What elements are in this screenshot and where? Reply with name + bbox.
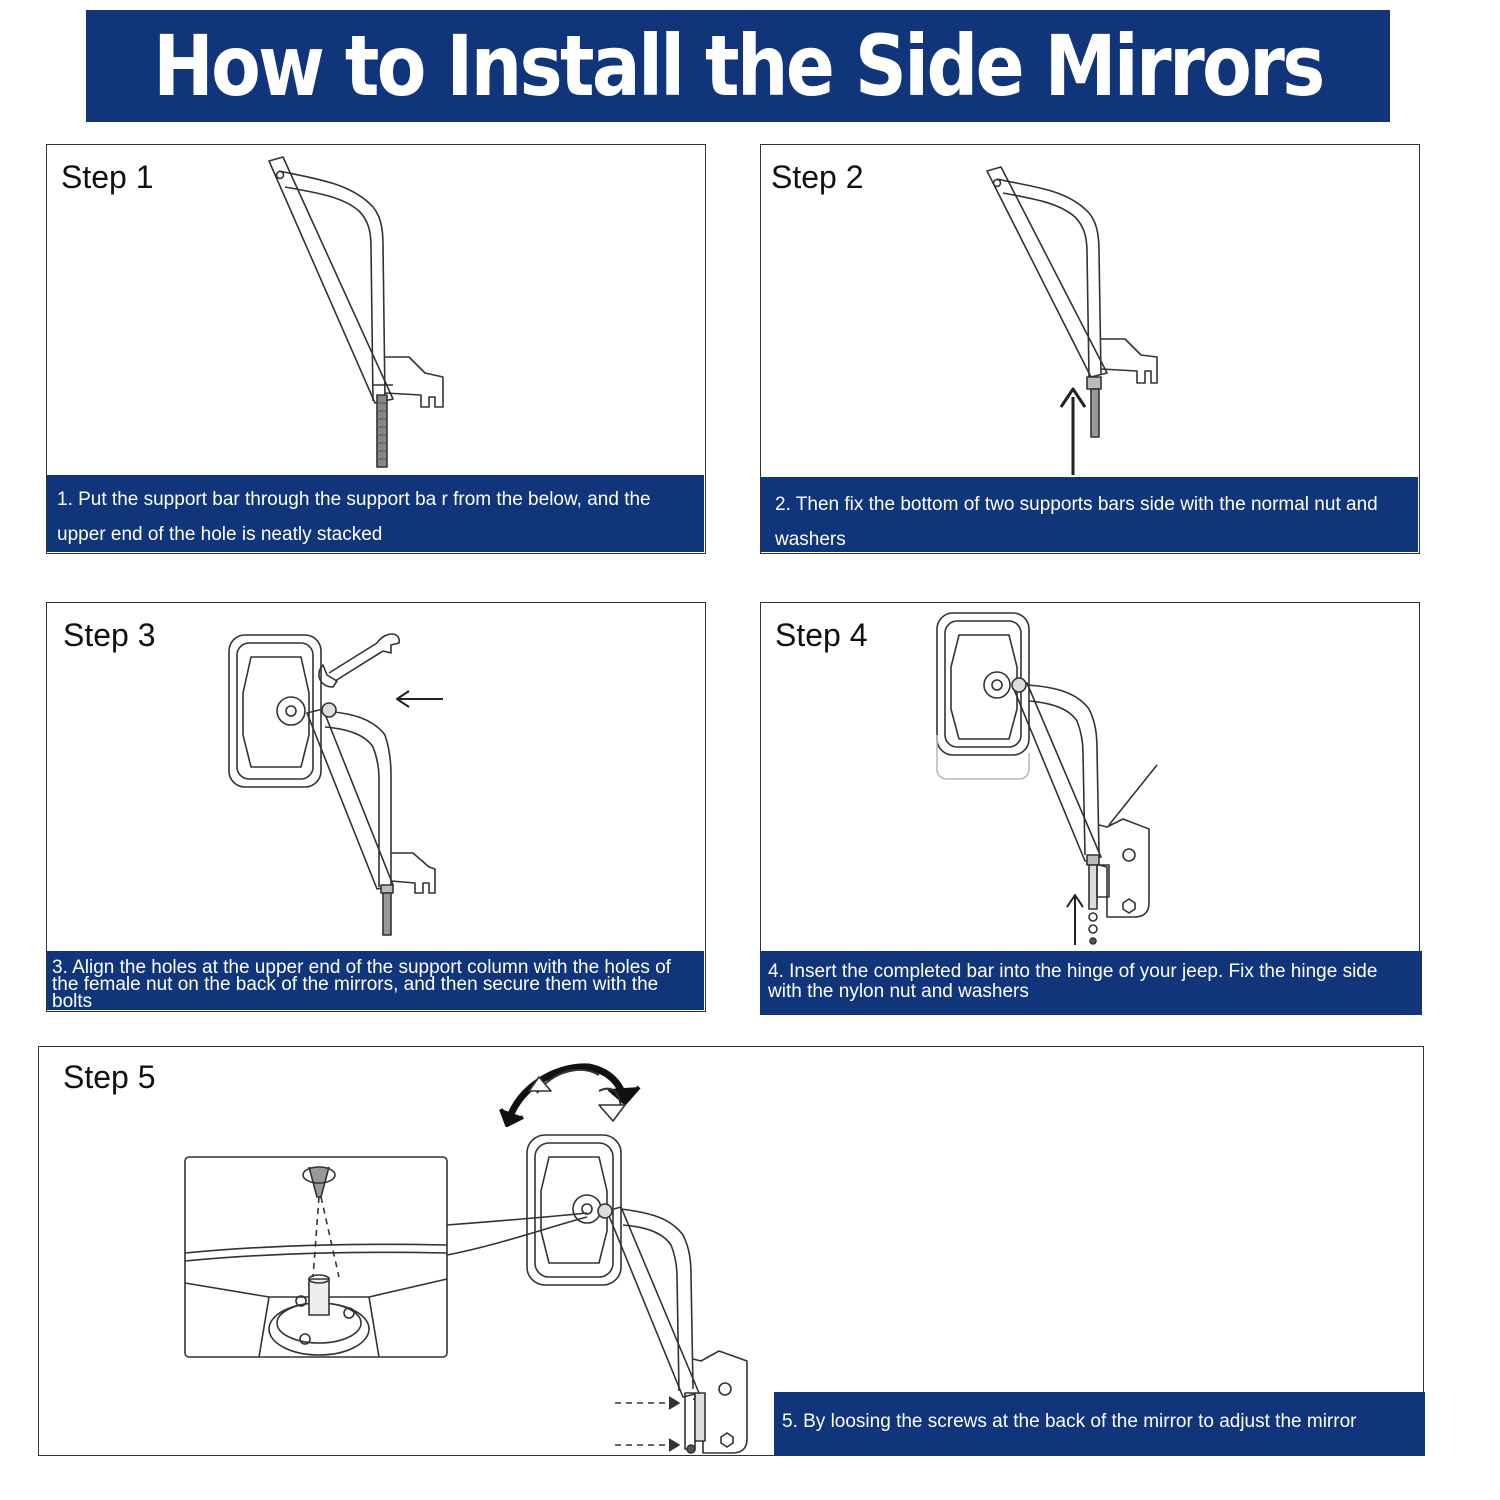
page-title: How to Install the Side Mirrors [153, 17, 1325, 115]
step-5-label: Step 5 [63, 1059, 156, 1095]
step-3-caption: 3. Align the holes at the upper end of t… [47, 951, 704, 1011]
step-2-panel: Step 2 2. Then fix the bottom of two sup… [760, 144, 1420, 554]
step-1-panel: Step 1 1. Put the support bar through th… [46, 144, 706, 554]
step-4-label: Step 4 [775, 617, 868, 653]
title-banner: How to Install the Side Mirrors [86, 10, 1390, 122]
support-bar-illustration [47, 145, 707, 475]
step-2-label: Step 2 [771, 159, 864, 195]
mirror-adjust-illustration [39, 1047, 1425, 1457]
step-5-panel: Step 5 [38, 1046, 1425, 1457]
step-1-caption: 1. Put the support bar through the suppo… [47, 475, 704, 552]
step-2-caption: 2. Then fix the bottom of two supports b… [761, 477, 1418, 552]
rotate-arrows-icon [501, 1067, 639, 1125]
mirror-illustration [761, 603, 1421, 951]
step-4-panel: Step 4 [760, 602, 1422, 1015]
step-5-caption: 5. By loosing the screws at the back of … [774, 1392, 1425, 1456]
screw-detail-illustration [185, 1157, 447, 1357]
step-4-caption: 4. Insert the completed bar into the hin… [760, 951, 1422, 1015]
step-1-label: Step 1 [61, 159, 154, 195]
wrench-icon [319, 634, 399, 687]
mirror-illustration [47, 603, 707, 951]
support-bar-illustration [761, 145, 1421, 475]
step-3-panel: Step 3 3 [46, 602, 706, 1012]
step-3-label: Step 3 [63, 617, 156, 653]
